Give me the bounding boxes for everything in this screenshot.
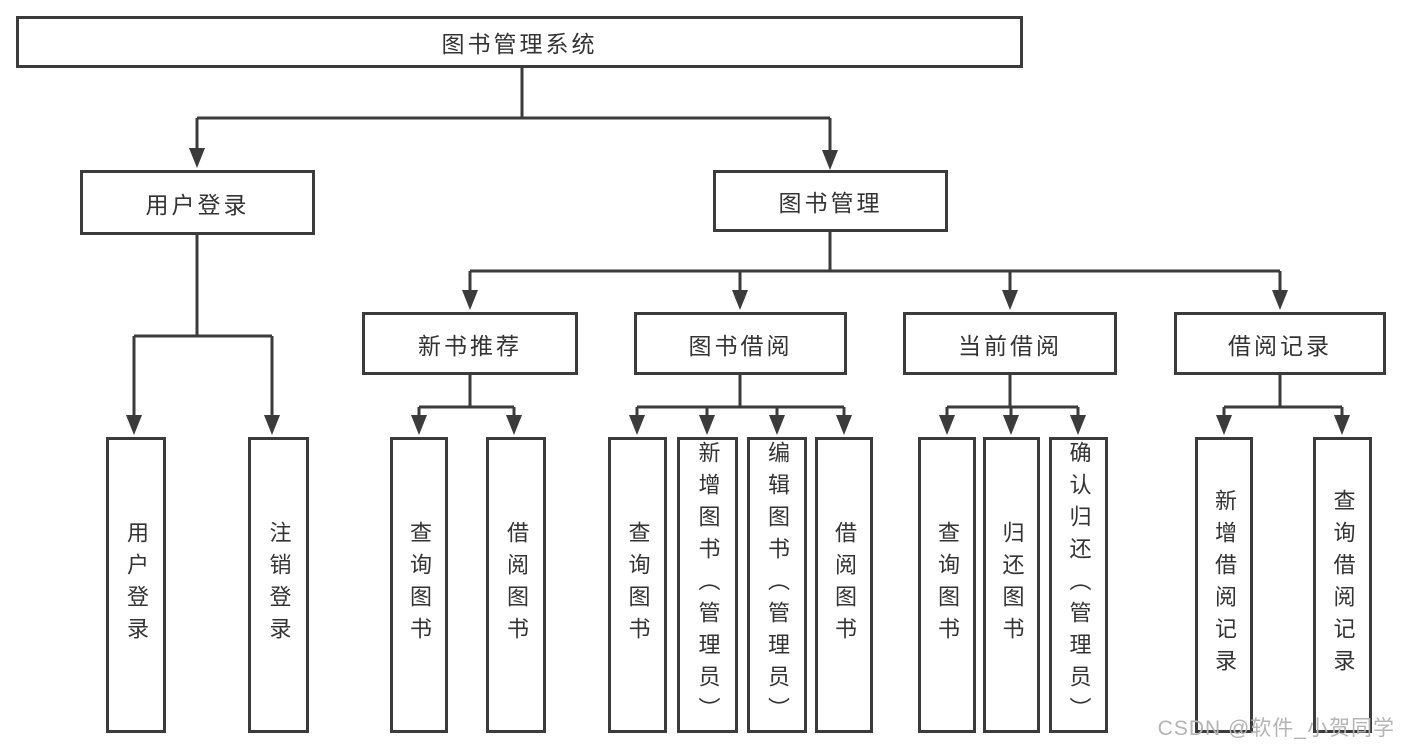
node-user-login-branch: 用户登录 — [80, 170, 315, 235]
watermark: CSDN @软件_小贺同学 — [1157, 717, 1395, 740]
node-current-borrowing: 当前借阅 — [903, 312, 1117, 375]
leaf-add-borrowing-record: 新增借阅记录 — [1195, 437, 1253, 733]
leaf-edit-books-admin: 编辑图书（管理员） — [747, 437, 807, 733]
leaf-borrow-books-borrowing: 借阅图书 — [815, 437, 873, 733]
leaf-query-books-current: 查询图书 — [918, 437, 976, 733]
leaf-confirm-return-admin: 确认归还（管理员） — [1049, 437, 1108, 733]
leaf-borrow-books-recommend: 借阅图书 — [486, 437, 546, 733]
leaf-query-borrowing-record: 查询借阅记录 — [1313, 437, 1372, 733]
leaf-query-books-borrowing: 查询图书 — [608, 437, 667, 733]
leaf-return-books: 归还图书 — [983, 437, 1040, 733]
node-borrowing-records: 借阅记录 — [1174, 312, 1386, 375]
leaf-logout: 注销登录 — [248, 437, 309, 733]
leaf-add-books-admin: 新增图书（管理员） — [677, 437, 738, 733]
node-book-management-branch: 图书管理 — [713, 170, 948, 232]
leaf-query-books-recommend: 查询图书 — [390, 437, 448, 733]
node-library-management-system: 图书管理系统 — [16, 16, 1023, 68]
node-book-borrowing: 图书借阅 — [634, 312, 847, 375]
leaf-user-login: 用户登录 — [106, 437, 166, 733]
node-new-book-recommendation: 新书推荐 — [362, 312, 578, 375]
